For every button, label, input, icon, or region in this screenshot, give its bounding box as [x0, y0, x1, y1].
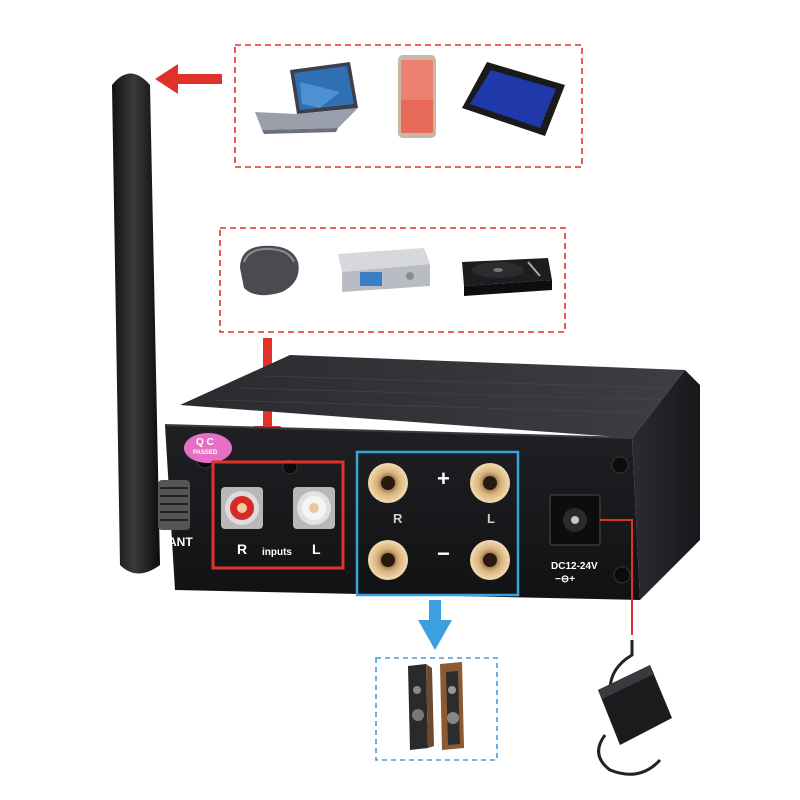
tablet-icon [462, 62, 565, 136]
turntable-icon [462, 258, 552, 296]
power-polarity-label: −⊖+ [555, 574, 576, 585]
speaker-binding-posts [368, 463, 510, 580]
power-lead-line [600, 519, 633, 635]
speakers-box [375, 657, 498, 761]
audio-player-icon [338, 248, 430, 292]
qc-badge-icon [184, 433, 232, 463]
arrow-to-speakers-icon [418, 600, 452, 650]
wired-sources-box [219, 227, 566, 333]
input-right-label: R [237, 541, 248, 557]
inputs-label: inputs [262, 547, 292, 558]
speaker-pair-icon [408, 662, 464, 750]
amplifier-body [164, 355, 700, 600]
cd-player-icon [240, 245, 299, 296]
qc-badge-line1: Q C [196, 437, 214, 448]
rca-inputs-box [211, 460, 345, 570]
input-left-label: L [312, 541, 321, 557]
laptop-icon [255, 62, 358, 134]
dc-power-jack [549, 494, 601, 546]
smartphone-icon [398, 55, 436, 138]
antenna [112, 73, 190, 574]
power-label: DC12-24V [551, 561, 598, 572]
qc-badge-line2: PASSED [193, 450, 218, 456]
speaker-right-label: R [393, 511, 403, 526]
power-adapter-icon [597, 640, 672, 776]
speaker-terminals-box [355, 450, 520, 597]
rca-jack-right [221, 487, 263, 529]
arrow-to-antenna-icon [155, 64, 222, 94]
speaker-plus-label: + [437, 466, 450, 491]
speaker-left-label: L [487, 511, 495, 526]
speaker-minus-label: − [437, 541, 450, 566]
wireless-sources-box [234, 44, 583, 168]
rca-jack-left [293, 487, 335, 529]
antenna-label: ANT [168, 535, 193, 549]
